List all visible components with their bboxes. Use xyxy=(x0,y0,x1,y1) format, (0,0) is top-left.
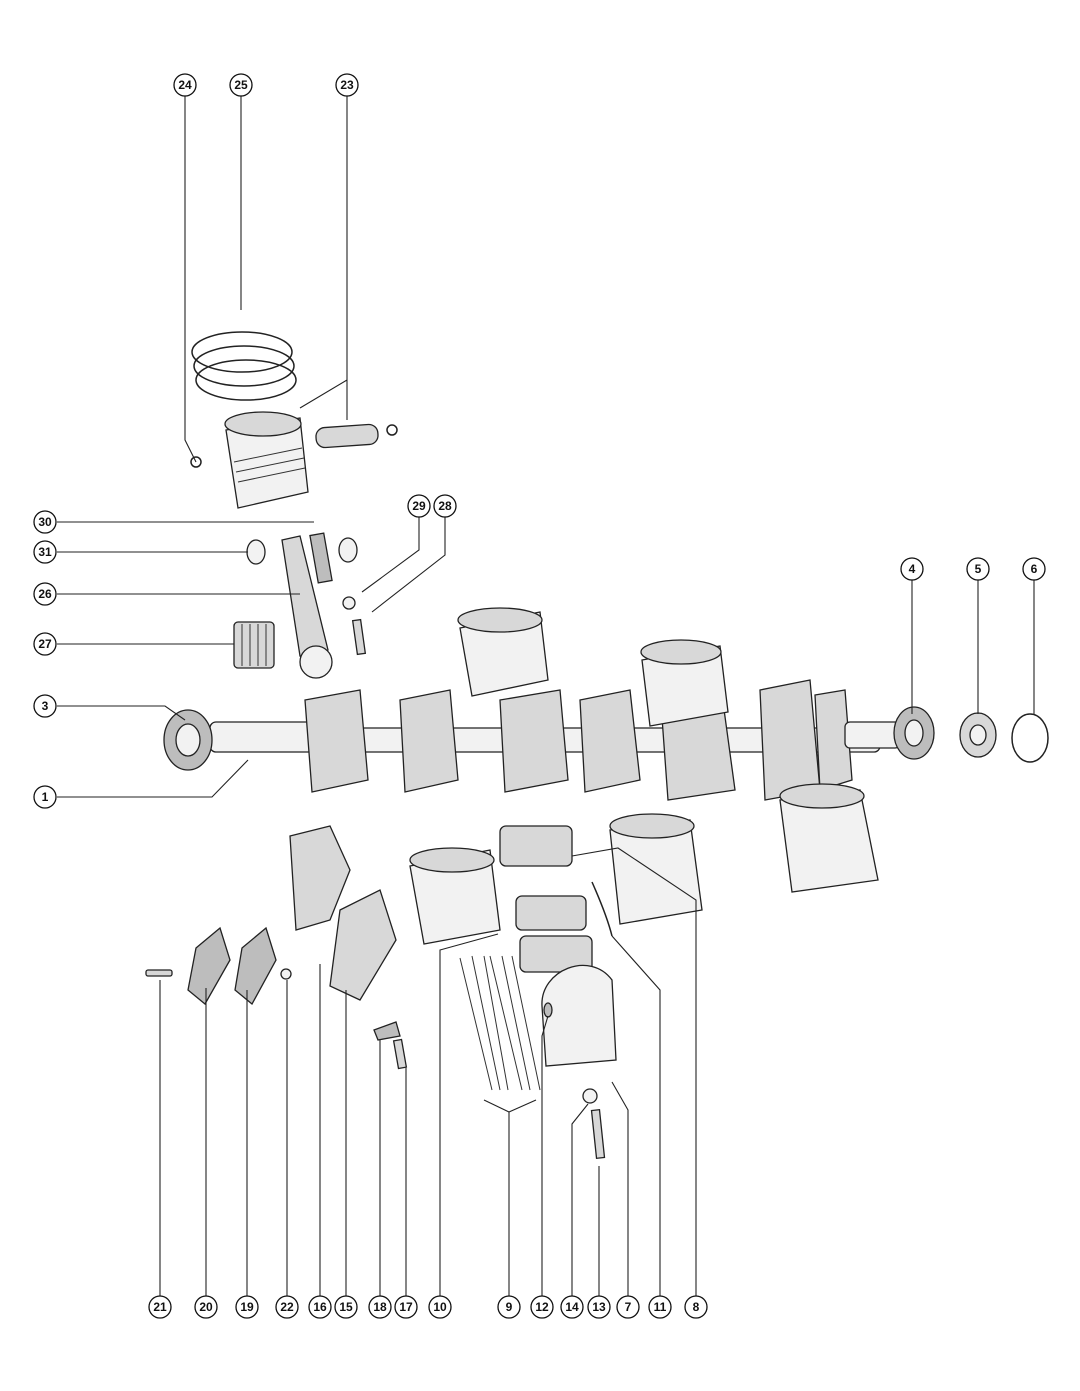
svg-text:4: 4 xyxy=(909,562,916,576)
callout-12: 12 xyxy=(530,1295,554,1319)
svg-text:31: 31 xyxy=(38,545,52,559)
bearing-bolt-and-washer xyxy=(582,1088,606,1160)
pin-retainer-clips xyxy=(190,424,398,468)
callout-27: 27 xyxy=(33,632,57,656)
callout-3: 3 xyxy=(33,694,57,718)
dowel-pins xyxy=(543,1002,553,1018)
left-main-bearing-half xyxy=(289,825,351,931)
svg-text:11: 11 xyxy=(654,1300,667,1314)
piston-top xyxy=(224,411,309,509)
callout-13: 13 xyxy=(587,1295,611,1319)
callout-8: 8 xyxy=(684,1295,708,1319)
leader-lines xyxy=(57,96,1035,1296)
svg-text:19: 19 xyxy=(240,1300,254,1314)
end-bearing-left xyxy=(163,709,213,771)
callout-4: 4 xyxy=(900,557,924,581)
svg-text:8: 8 xyxy=(693,1300,700,1314)
svg-text:10: 10 xyxy=(433,1300,447,1314)
needle-bearing-top xyxy=(309,532,333,584)
callout-31: 31 xyxy=(33,540,57,564)
callout-17: 17 xyxy=(394,1295,418,1319)
callout-25: 25 xyxy=(229,73,253,97)
callout-22: 22 xyxy=(275,1295,299,1319)
callout-24: 24 xyxy=(173,73,197,97)
svg-text:1: 1 xyxy=(42,790,49,804)
svg-text:25: 25 xyxy=(234,78,248,92)
main-bearing-race xyxy=(541,964,617,1067)
svg-text:16: 16 xyxy=(313,1300,327,1314)
callout-21: 21 xyxy=(148,1295,172,1319)
reed-stop-screws xyxy=(145,968,292,980)
svg-text:15: 15 xyxy=(339,1300,353,1314)
crankshaft xyxy=(209,679,901,801)
piston-rings xyxy=(191,331,297,401)
callout-15: 15 xyxy=(334,1295,358,1319)
svg-text:12: 12 xyxy=(535,1300,549,1314)
reed-block-plate xyxy=(329,889,397,1001)
o-ring xyxy=(1011,713,1049,763)
svg-text:30: 30 xyxy=(38,515,52,529)
svg-text:7: 7 xyxy=(625,1300,632,1314)
svg-text:20: 20 xyxy=(199,1300,213,1314)
callout-30: 30 xyxy=(33,510,57,534)
svg-text:18: 18 xyxy=(373,1300,387,1314)
locating-ring xyxy=(591,881,613,937)
callout-29: 29 xyxy=(407,494,431,518)
center-main-bearing-cages xyxy=(499,825,593,973)
callout-28: 28 xyxy=(433,494,457,518)
callout-20: 20 xyxy=(194,1295,218,1319)
svg-text:6: 6 xyxy=(1031,562,1038,576)
end-bearing-right xyxy=(893,706,935,760)
svg-text:26: 26 xyxy=(38,587,52,601)
callout-16: 16 xyxy=(308,1295,332,1319)
callout-9: 9 xyxy=(497,1295,521,1319)
upper-pistons xyxy=(457,607,729,727)
svg-text:28: 28 xyxy=(438,499,452,513)
svg-text:14: 14 xyxy=(565,1300,579,1314)
reed-petals xyxy=(187,926,277,1006)
callout-1: 1 xyxy=(33,785,57,809)
callout-7: 7 xyxy=(616,1295,640,1319)
wrist-pin xyxy=(315,423,379,449)
callout-26: 26 xyxy=(33,582,57,606)
seal-housing xyxy=(959,712,997,758)
callout-19: 19 xyxy=(235,1295,259,1319)
svg-text:24: 24 xyxy=(178,78,192,92)
svg-text:3: 3 xyxy=(42,699,49,713)
svg-text:23: 23 xyxy=(340,78,354,92)
lower-pistons xyxy=(409,783,879,945)
svg-text:22: 22 xyxy=(280,1300,294,1314)
callout-6: 6 xyxy=(1022,557,1046,581)
rod-cap-bolt xyxy=(342,596,367,656)
svg-text:9: 9 xyxy=(506,1300,513,1314)
retainer-and-screw xyxy=(373,1021,408,1070)
connecting-rod xyxy=(281,535,333,679)
svg-text:13: 13 xyxy=(592,1300,606,1314)
callout-11: 11 xyxy=(648,1295,672,1319)
svg-text:17: 17 xyxy=(399,1300,413,1314)
loose-needle-rollers xyxy=(459,955,541,1091)
callout-23: 23 xyxy=(335,73,359,97)
svg-text:27: 27 xyxy=(38,637,52,651)
callout-14: 14 xyxy=(560,1295,584,1319)
rod-cage-bearing xyxy=(233,621,275,669)
svg-text:5: 5 xyxy=(975,562,982,576)
callout-18: 18 xyxy=(368,1295,392,1319)
svg-text:21: 21 xyxy=(153,1300,167,1314)
callout-5: 5 xyxy=(966,557,990,581)
callout-10: 10 xyxy=(428,1295,452,1319)
svg-text:29: 29 xyxy=(412,499,426,513)
